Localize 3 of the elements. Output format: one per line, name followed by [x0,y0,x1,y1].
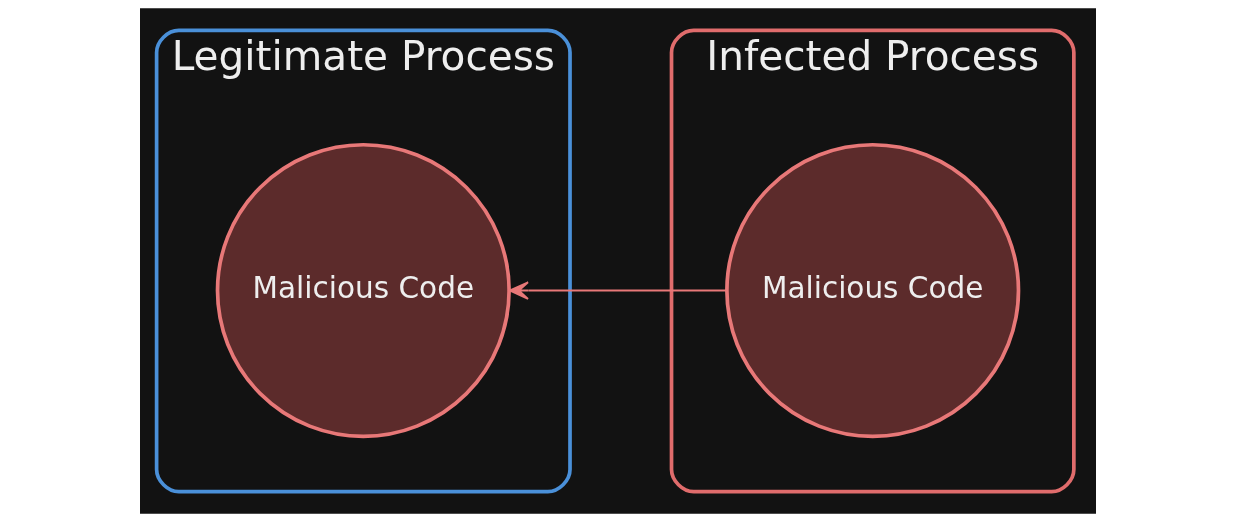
node-circle: Malicious Code [724,142,1020,439]
arrow [508,281,728,300]
node-circle: Malicious Code [215,142,511,439]
